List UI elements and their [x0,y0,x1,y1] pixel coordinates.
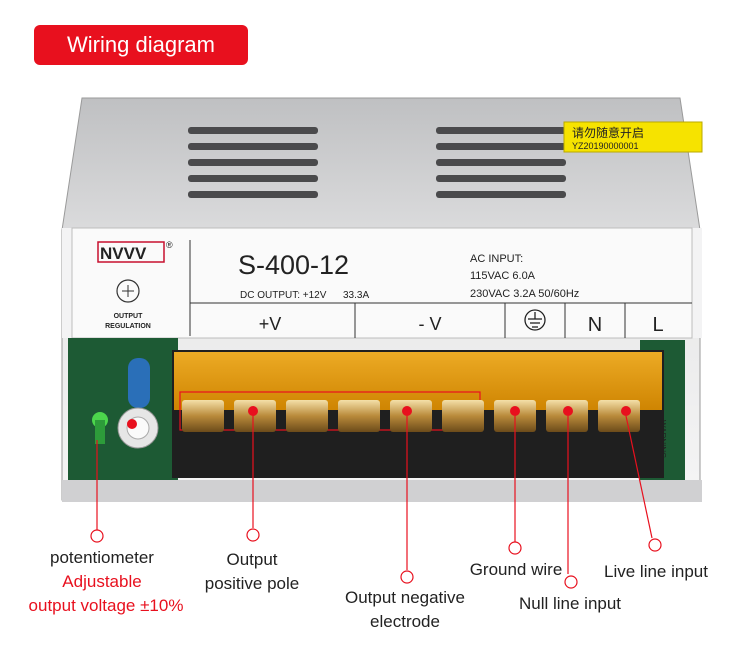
svg-text:请勿随意开启: 请勿随意开启 [572,125,644,140]
svg-text:REGULATION: REGULATION [105,323,151,330]
svg-text:DC OUTPUT: +12V: DC OUTPUT: +12V [240,290,327,301]
label-potentiometer: potentiometer [50,548,154,567]
ground-symbol-icon [524,309,546,331]
svg-text:AC INPUT:: AC INPUT: [470,253,523,265]
header-title: Wiring diagram [67,32,215,57]
label-output-voltage: output voltage ±10% [28,596,184,615]
spec-label: NVVV ® OUTPUT REGULATION S-400-12 DC OUT… [71,227,693,339]
label-null-line: Null line input [518,594,622,613]
terminal-label-plus-v: +V [259,314,282,334]
svg-text:33.3A: 33.3A [343,290,369,301]
terminal-label-minus-v: - V [418,314,441,334]
svg-text:®: ® [166,240,173,250]
callout-lines [90,415,662,589]
terminal-label-l: L [652,314,663,336]
header-badge: Wiring diagram [34,25,248,65]
potentiometer-area [92,358,159,449]
label-live-line: Live line input [604,562,708,581]
svg-text:YZ20190000001: YZ20190000001 [572,141,639,151]
svg-text:230VAC 3.2A 50/60Hz: 230VAC 3.2A 50/60Hz [470,288,579,300]
terminal-label-n: N [588,314,602,336]
label-output-positive-2: positive pole [204,574,300,593]
label-output-negative-1: Output negative [344,588,466,607]
svg-text:OUTPUT: OUTPUT [114,313,144,320]
warning-sticker: 请勿随意开启 YZ20190000001 [563,121,703,153]
label-output-positive-1: Output [226,550,278,569]
model-number: S-400-12 [238,250,349,280]
terminal-screws [182,400,640,432]
regulation-dial-icon [116,279,140,303]
svg-text:115VAC 6.0A: 115VAC 6.0A [470,270,536,282]
vent-slots [188,127,566,198]
label-output-negative-2: electrode [370,612,440,631]
label-ground-wire: Ground wire [469,560,563,579]
brand-logo: NVVV [100,244,147,263]
label-adjustable: Adjustable [62,572,142,591]
screw-markers [248,406,631,416]
